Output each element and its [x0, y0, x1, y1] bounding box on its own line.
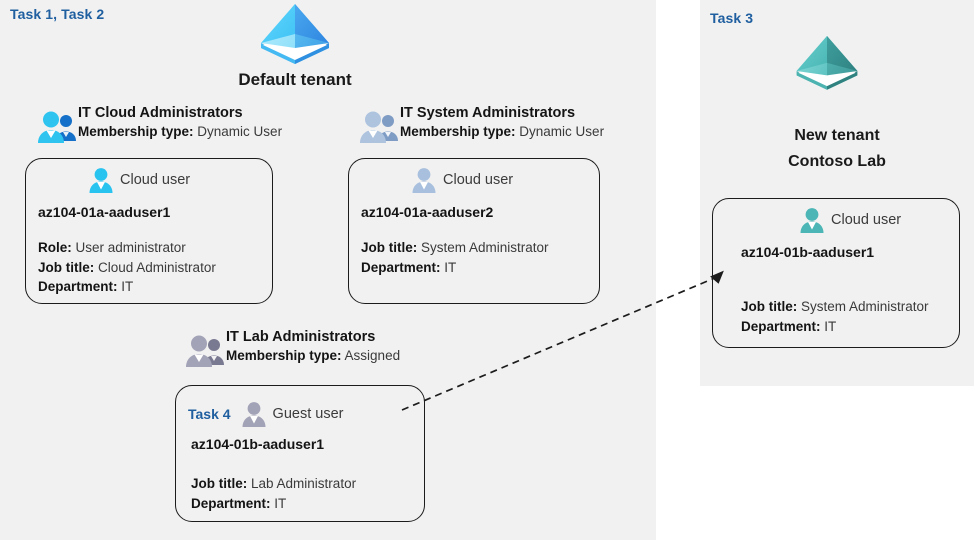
attribute-label: Job title:: [741, 299, 798, 314]
attribute-value: System Administrator: [801, 299, 929, 314]
new-tenant-title-line2: Contoso Lab: [788, 153, 886, 170]
group-users-icon: [360, 110, 400, 143]
attribute-row: Job title: Lab Administrator: [191, 474, 356, 494]
attribute-label: Job title:: [361, 240, 418, 255]
attribute-value: System Administrator: [421, 240, 549, 255]
attribute-value: Cloud Administrator: [98, 259, 216, 275]
attribute-value: IT: [824, 318, 837, 334]
attribute-row: Job title: System Administrator: [361, 238, 549, 258]
attribute-value: Lab Administrator: [251, 476, 357, 491]
cloud-user-icon: [411, 167, 437, 193]
group-name: IT Lab Administrators: [226, 329, 376, 345]
attribute-label: Department:: [38, 279, 118, 294]
azure-ad-tenant-icon-new: [793, 34, 861, 90]
default-tenant-panel: [0, 0, 656, 540]
group-users-icon: [186, 334, 226, 367]
guest-user-icon: [241, 401, 267, 427]
group-name: IT System Administrators: [400, 105, 576, 121]
card-user-type-label: Cloud user: [443, 172, 514, 188]
attribute-label: Role:: [38, 240, 72, 255]
group-users-icon: [38, 110, 78, 143]
new-tenant-title-line1: New tenant: [794, 127, 880, 144]
card-username: az104-01a-aaduser1: [38, 204, 171, 220]
task-label-right: Task 3: [710, 10, 754, 26]
user-card-az104-01b-aaduser1-cloud[interactable]: Cloud user az104-01b-aaduser1 Job title:…: [712, 198, 960, 348]
card-username: az104-01b-aaduser1: [191, 436, 325, 452]
attribute-row: Role: User administrator: [38, 238, 216, 258]
task-tag: Task 4: [188, 406, 231, 422]
attribute-label: Job title:: [191, 476, 248, 491]
group-membership: Membership type: Dynamic User: [400, 122, 604, 141]
card-user-type: Cloud user: [411, 167, 513, 193]
card-attributes: Job title: System Administrator Departme…: [361, 238, 549, 277]
attribute-label: Department:: [741, 318, 821, 334]
attribute-label: Job title:: [38, 259, 95, 275]
group-membership-value: Dynamic User: [197, 124, 283, 139]
user-card-az104-01b-aaduser1-guest[interactable]: Task 4 Guest user az104-01b-aaduser1 Job…: [175, 385, 425, 522]
attribute-row: Job title: Cloud Administrator: [38, 258, 216, 278]
group-membership-value: Dynamic User: [519, 124, 605, 139]
card-user-type-label: Guest user: [272, 406, 344, 422]
group-membership-label: Membership type:: [78, 124, 194, 139]
group-name: IT Cloud Administrators: [78, 105, 243, 121]
cloud-user-icon: [88, 167, 114, 193]
card-attributes: Role: User administrator Job title: Clou…: [38, 238, 216, 297]
group-membership-label: Membership type:: [226, 348, 342, 363]
card-user-type: Task 4 Guest user: [188, 401, 343, 427]
card-attributes: Job title: System Administrator Departme…: [741, 297, 929, 336]
azure-ad-tenant-icon-default: [257, 2, 333, 64]
group-membership-value: Assigned: [344, 348, 401, 363]
user-card-az104-01a-aaduser1[interactable]: Cloud user az104-01a-aaduser1 Role: User…: [25, 158, 273, 304]
card-user-type-label: Cloud user: [831, 212, 902, 228]
attribute-row: Department: IT: [741, 317, 929, 337]
attribute-row: Department: IT: [361, 258, 549, 278]
card-username: az104-01a-aaduser2: [361, 204, 494, 220]
attribute-value: User administrator: [75, 240, 186, 255]
attribute-value: IT: [274, 495, 287, 511]
attribute-row: Department: IT: [191, 494, 356, 514]
group-membership: Membership type: Assigned: [226, 346, 400, 365]
card-user-type: Cloud user: [88, 167, 190, 193]
attribute-value: IT: [121, 279, 134, 294]
attribute-value: IT: [444, 259, 457, 275]
attribute-label: Department:: [191, 495, 271, 511]
card-user-type: Cloud user: [799, 207, 901, 233]
user-card-az104-01a-aaduser2[interactable]: Cloud user az104-01a-aaduser2 Job title:…: [348, 158, 600, 304]
group-membership: Membership type: Dynamic User: [78, 122, 282, 141]
card-user-type-label: Cloud user: [120, 172, 191, 188]
task-label-left: Task 1, Task 2: [10, 6, 105, 22]
card-attributes: Job title: Lab Administrator Department:…: [191, 474, 356, 513]
group-membership-label: Membership type:: [400, 124, 516, 139]
attribute-label: Department:: [361, 259, 441, 275]
attribute-row: Department: IT: [38, 277, 216, 297]
attribute-row: Job title: System Administrator: [741, 297, 929, 317]
card-username: az104-01b-aaduser1: [741, 244, 875, 260]
cloud-user-icon: [799, 207, 825, 233]
default-tenant-title: Default tenant: [238, 70, 352, 89]
